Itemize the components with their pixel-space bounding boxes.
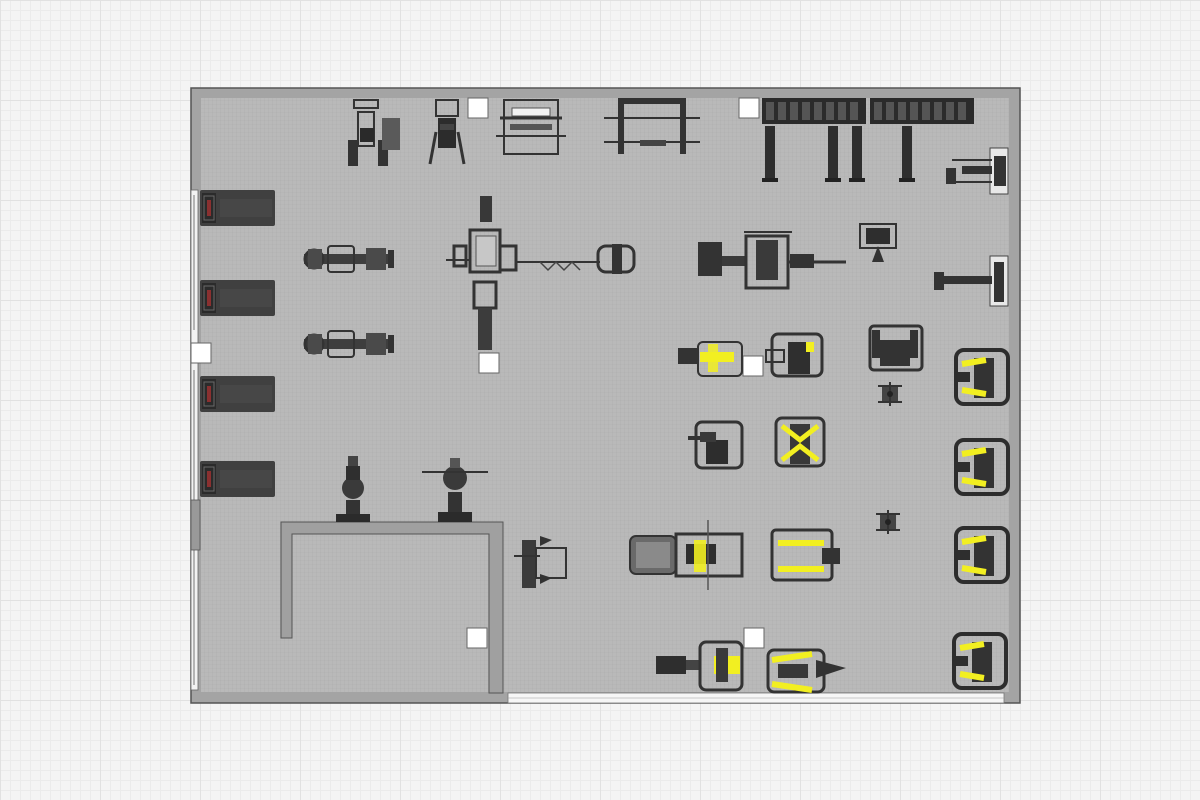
smith-machine-icon[interactable] — [604, 98, 700, 154]
column-marker-icon — [190, 342, 212, 364]
leg-press-icon[interactable] — [348, 99, 400, 166]
chest-press-icon[interactable] — [656, 640, 744, 692]
treadmill-icon[interactable] — [199, 460, 276, 498]
gym-floor — [201, 98, 1009, 692]
column-marker-icon — [466, 627, 488, 649]
lat-pulldown-icon[interactable] — [934, 255, 1009, 307]
treadmill-icon[interactable] — [199, 375, 276, 413]
plate-loaded-machine-icon[interactable] — [678, 341, 743, 377]
plate-loaded-machine-icon[interactable] — [774, 416, 826, 468]
plate-loaded-machine-icon[interactable] — [770, 528, 840, 582]
selectorized-machine-icon[interactable] — [428, 99, 466, 165]
dumbbell-rack-icon[interactable] — [762, 98, 974, 124]
column-marker-icon — [743, 627, 765, 649]
recumbent-bike-icon[interactable] — [422, 458, 488, 522]
selectorized-machine-icon[interactable] — [514, 536, 567, 588]
column-marker-icon — [742, 355, 764, 377]
chest-press-icon[interactable] — [859, 223, 897, 262]
leg-extension-icon[interactable] — [698, 231, 846, 290]
multi-station-icon[interactable] — [446, 196, 636, 350]
selectorized-machine-icon[interactable] — [868, 324, 924, 372]
column-marker-icon — [467, 97, 489, 119]
power-rack-icon[interactable] — [496, 99, 566, 155]
left-window — [190, 189, 199, 691]
column-marker-icon — [738, 97, 760, 119]
upright-bike-icon[interactable] — [336, 456, 370, 522]
cable-crossover-icon[interactable] — [946, 147, 1009, 195]
treadmill-icon[interactable] — [199, 189, 276, 227]
plate-loaded-machine-icon[interactable] — [766, 648, 846, 694]
seated-row-icon[interactable] — [765, 332, 824, 378]
column-marker-icon — [478, 352, 500, 374]
leg-press-icon[interactable] — [629, 520, 744, 590]
treadmill-icon[interactable] — [199, 279, 276, 317]
